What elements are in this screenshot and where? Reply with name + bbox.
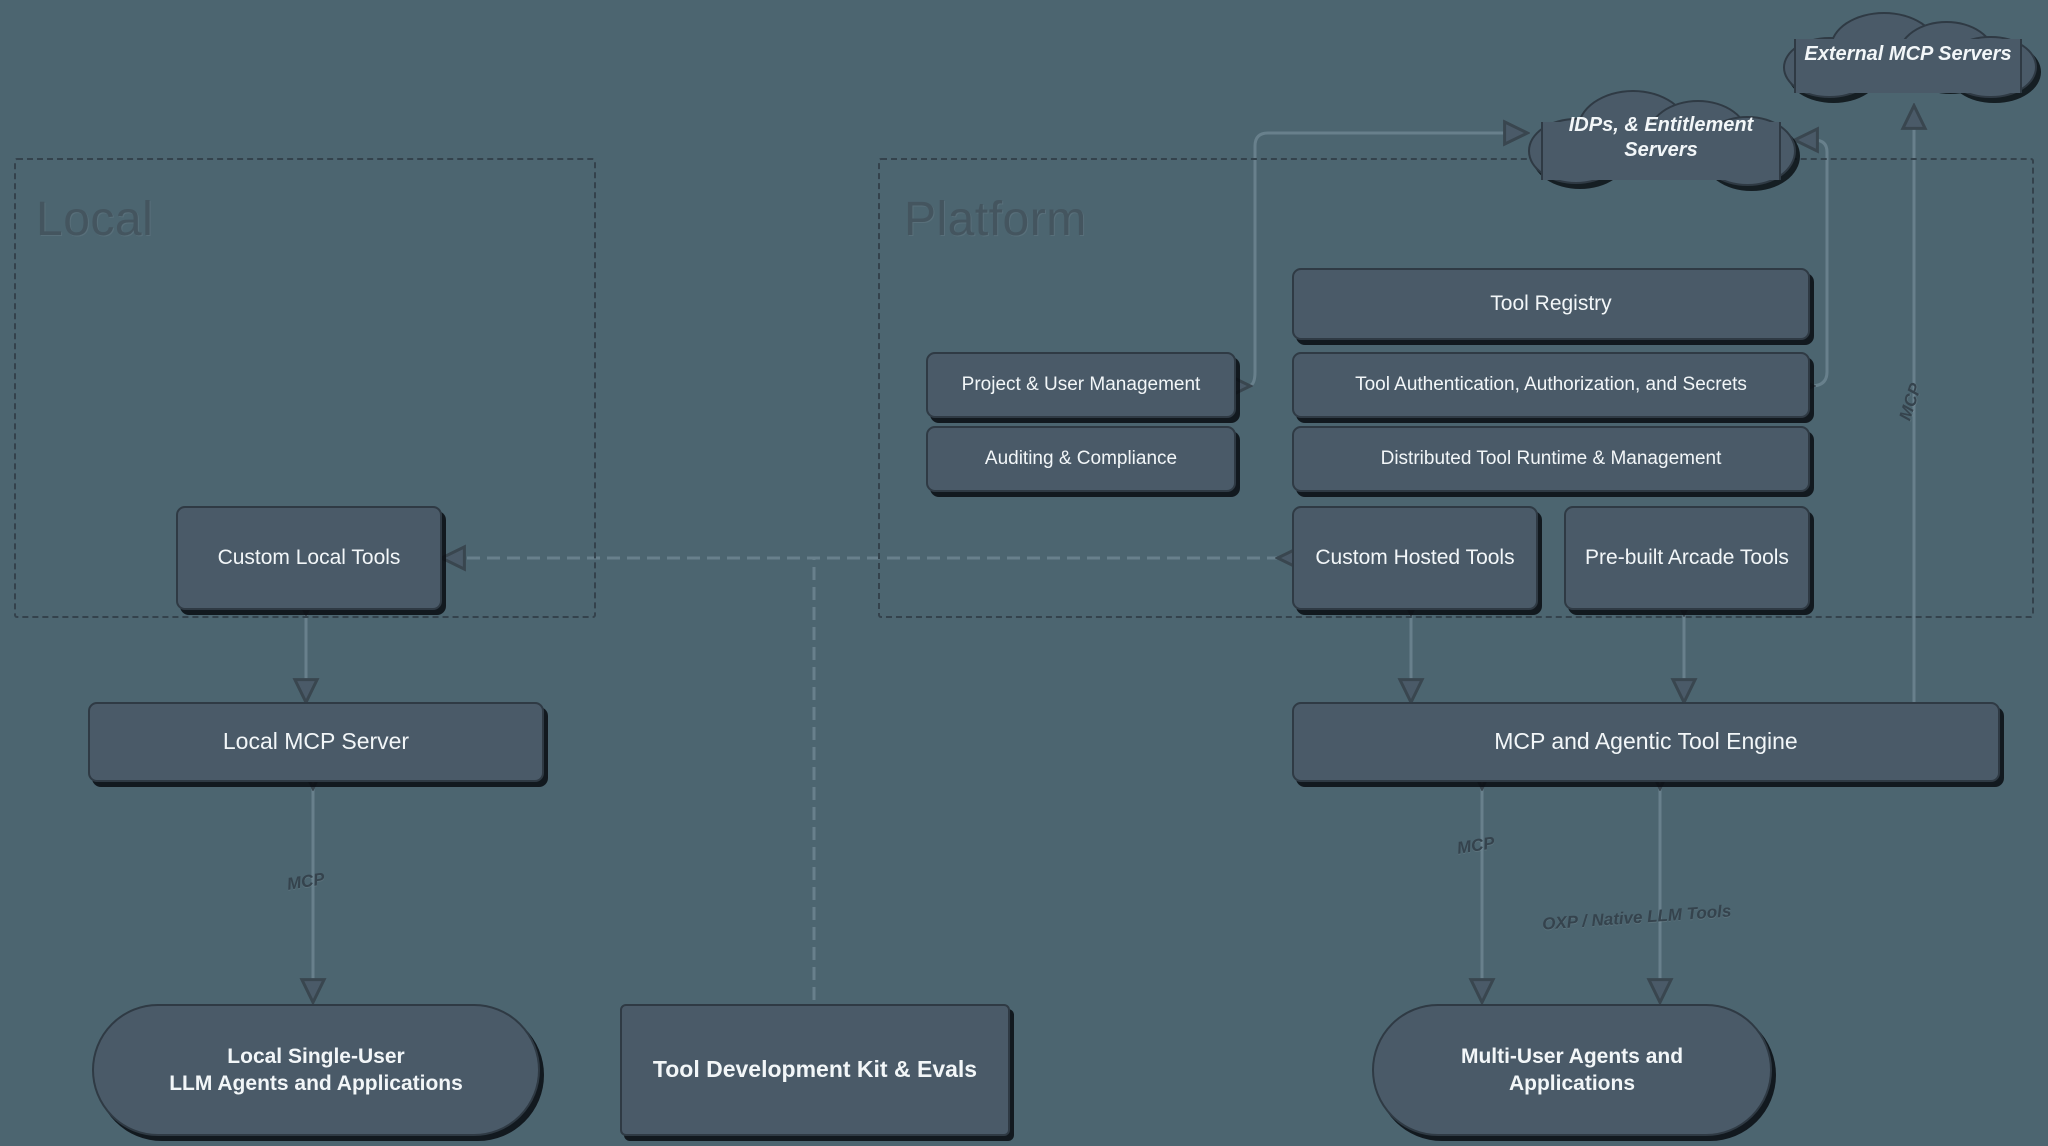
node-label: Distributed Tool Runtime & Management [1380,447,1722,469]
cloud-body [1541,122,1781,180]
cloud-label: External MCP Servers [1804,42,2012,65]
group-local-title: Local [36,193,154,246]
node-label: Tool Development Kit & Evals [652,1056,978,1083]
cloud-external-mcp-servers: External MCP Servers [1778,8,2038,100]
node-local-mcp-server[interactable]: Local MCP Server [88,702,544,782]
node-label: Tool Registry [1490,292,1612,316]
node-custom-hosted-tools[interactable]: Custom Hosted Tools [1292,506,1538,610]
node-label-line1: Multi-User Agents and [1460,1044,1684,1068]
node-tool-registry[interactable]: Tool Registry [1292,268,1810,340]
node-auditing-compliance[interactable]: Auditing & Compliance [926,426,1236,492]
cloud-idps-entitlement-servers: IDPs, & Entitlement Servers [1525,88,1797,188]
cloud-label: IDPs, & Entitlement Servers [1568,114,1754,161]
node-label: Tool Authentication, Authorization, and … [1355,373,1747,395]
node-tool-authentication[interactable]: Tool Authentication, Authorization, and … [1292,352,1810,418]
node-prebuilt-arcade-tools[interactable]: Pre-built Arcade Tools [1564,506,1810,610]
node-custom-local-tools[interactable]: Custom Local Tools [176,506,442,610]
node-distributed-tool-runtime[interactable]: Distributed Tool Runtime & Management [1292,426,1810,492]
edge-label-mcp-local: MCP [285,869,326,894]
node-local-single-user-agents[interactable]: Local Single-User LLM Agents and Applica… [92,1004,540,1136]
node-label: Pre-built Arcade Tools [1585,546,1789,570]
edge-label-oxp-native-llm-tools: OXP / Native LLM Tools [1541,901,1732,934]
node-label: Local MCP Server [222,728,410,755]
node-label-line2: LLM Agents and Applications [169,1072,463,1095]
node-project-user-management[interactable]: Project & User Management [926,352,1236,418]
node-label: Project & User Management [961,373,1201,395]
node-multi-user-agents[interactable]: Multi-User Agents and Applications [1372,1004,1772,1136]
node-label-line2: Applications [1508,1072,1635,1095]
node-tool-development-kit[interactable]: Tool Development Kit & Evals [620,1004,1010,1136]
node-label: MCP and Agentic Tool Engine [1494,728,1798,755]
node-label: Custom Local Tools [217,546,401,570]
node-mcp-agentic-tool-engine[interactable]: MCP and Agentic Tool Engine [1292,702,2000,782]
node-label-line1: Local Single-User [227,1044,405,1068]
edge-label-mcp-platform: MCP [1455,833,1496,858]
group-platform-title: Platform [904,193,1087,246]
cloud-body [1793,39,2023,93]
node-label: Auditing & Compliance [984,447,1178,469]
node-label: Custom Hosted Tools [1315,546,1515,570]
